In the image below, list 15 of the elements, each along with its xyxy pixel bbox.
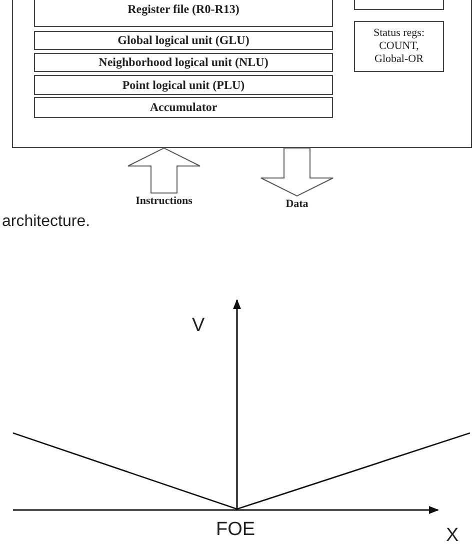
unit-box: Global logical unit (GLU) <box>34 31 333 50</box>
unit-box: Register file (R0-R13) <box>34 0 333 27</box>
processor-box <box>12 0 472 148</box>
point-label: FOE <box>216 519 256 541</box>
unit-box: Point logical unit (PLU) <box>34 75 333 95</box>
figure-caption: architecture. <box>2 213 90 231</box>
arrow-label: Data <box>265 196 329 212</box>
block-arrow <box>128 147 200 194</box>
axis-label: X <box>446 525 459 545</box>
unit-box: Neighborhood logical unit (NLU) <box>34 53 333 72</box>
axis-label: V <box>192 315 205 337</box>
arrow-label: Instructions <box>124 193 204 209</box>
block-arrow <box>260 148 334 197</box>
unit-box: Accumulator <box>34 97 333 118</box>
status-register-box: Status regs: COUNT, Global-OR <box>354 21 444 72</box>
